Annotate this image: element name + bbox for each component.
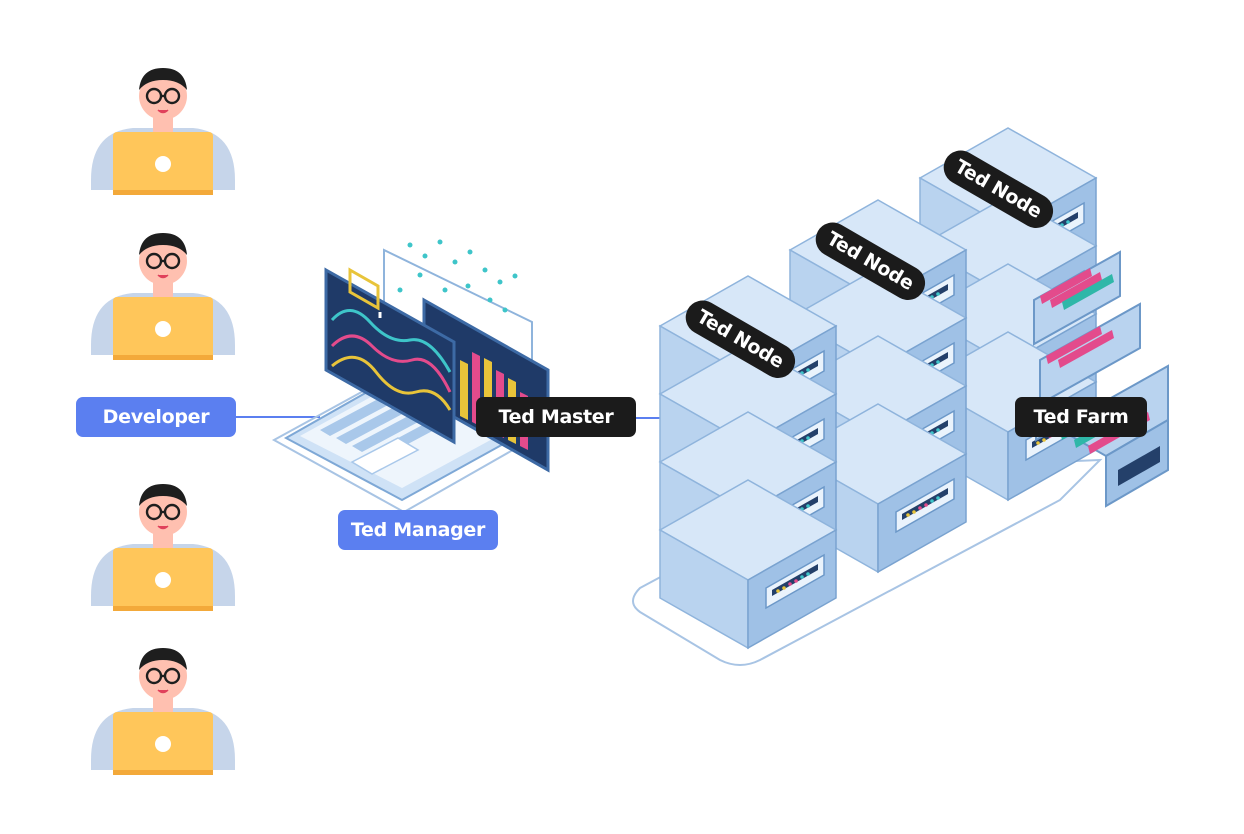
developer-icon [89, 231, 237, 362]
developer-icon [89, 66, 237, 197]
developer-label: Developer [76, 397, 236, 437]
ted-master-label: Ted Master [476, 397, 636, 437]
dashboard-laptop-icon [271, 239, 551, 514]
ted-manager-label: Ted Manager [338, 510, 498, 550]
ted-farm-label: Ted Farm [1015, 397, 1147, 437]
developer-icon [89, 482, 237, 613]
developer-icon [89, 646, 237, 777]
